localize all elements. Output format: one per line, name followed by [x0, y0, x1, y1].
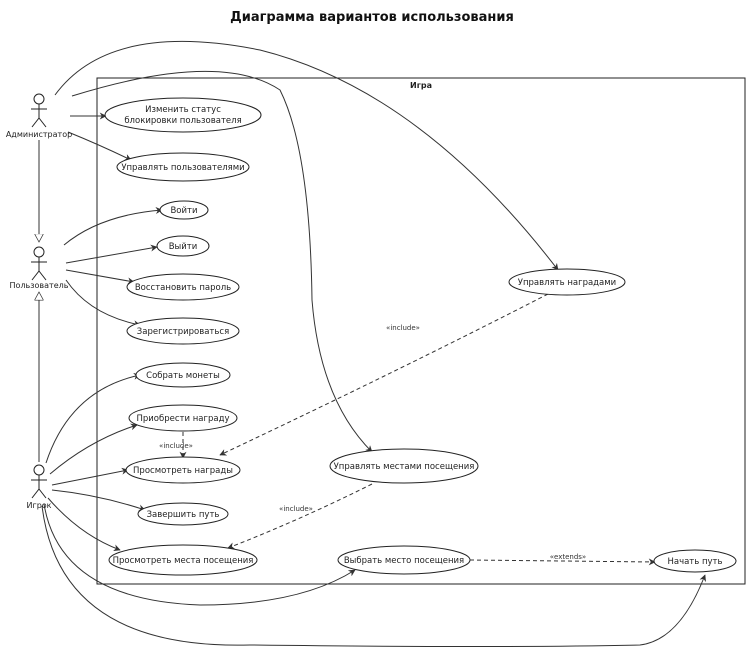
use-case-view-places[interactable]: Просмотреть места посещения: [108, 544, 258, 576]
assoc-player-view-rewards: [51, 467, 129, 486]
use-case-label: Восстановить пароль: [135, 283, 231, 293]
include-label-1: «include»: [159, 442, 193, 450]
actor-admin[interactable]: Администратор: [6, 93, 72, 139]
use-case-label: Приобрести награду: [137, 414, 230, 424]
assoc-player-start: [41, 505, 707, 647]
associations: [39, 41, 707, 647]
assoc-player-coins: [45, 372, 141, 464]
system-name: Игра: [410, 81, 432, 90]
use-case-label: блокировки пользователя: [124, 116, 241, 126]
use-case-label: Собрать монеты: [146, 371, 220, 381]
use-case-label: Зарегистрироваться: [137, 327, 229, 337]
stick-figure-icon: [31, 464, 47, 499]
include-label-2: «include»: [386, 324, 420, 332]
use-case-login[interactable]: Войти: [159, 200, 209, 220]
use-case-buy-reward[interactable]: Приобрести награду: [128, 404, 238, 432]
system-boundary: [96, 77, 746, 585]
assoc-player-choose: [43, 503, 356, 606]
use-case-change-block-status[interactable]: Изменить статус блокировки пользователя: [104, 97, 262, 133]
use-case-start-path[interactable]: Начать путь: [653, 549, 737, 573]
extend-label: «extends»: [550, 553, 586, 561]
assoc-player-view-places: [47, 497, 121, 552]
actor-user[interactable]: Пользователь: [10, 246, 69, 290]
include-places-view-places: [227, 483, 373, 549]
use-case-label: Просмотреть места посещения: [113, 556, 254, 566]
use-case-label: Завершить путь: [147, 510, 220, 520]
assoc-admin-places: [71, 70, 373, 453]
use-case-view-rewards[interactable]: Просмотреть награды: [125, 456, 241, 484]
use-case-label: Начать путь: [667, 557, 722, 567]
use-case-label: Просмотреть награды: [133, 466, 233, 476]
actor-player[interactable]: Игрок: [27, 464, 52, 510]
use-case-choose-place[interactable]: Выбрать место посещения: [337, 545, 471, 575]
assoc-user-logout: [65, 244, 158, 264]
use-case-collect-coins[interactable]: Собрать монеты: [135, 362, 231, 388]
assoc-player-buy: [49, 423, 138, 475]
use-case-label: Выбрать место посещения: [344, 556, 464, 566]
use-case-restore-password[interactable]: Восстановить пароль: [126, 273, 240, 301]
stick-figure-icon: [31, 246, 47, 281]
use-case-label: Выйти: [169, 242, 198, 252]
use-case-manage-users[interactable]: Управлять пользователями: [116, 152, 250, 182]
actor-name: Пользователь: [10, 281, 69, 290]
assoc-admin-users: [67, 131, 132, 161]
use-case-logout[interactable]: Выйти: [156, 235, 210, 257]
use-case-label: Управлять пользователями: [121, 163, 244, 173]
use-case-label: Управлять местами посещения: [334, 462, 475, 472]
assoc-user-restore: [65, 269, 135, 285]
use-case-manage-rewards[interactable]: Управлять наградами: [508, 268, 626, 296]
actor-name: Игрок: [27, 501, 52, 510]
extend-choose-start: [469, 558, 656, 566]
stick-figure-icon: [31, 93, 47, 128]
use-case-register[interactable]: Зарегистрироваться: [126, 317, 240, 345]
use-case-finish-path[interactable]: Завершить путь: [137, 502, 229, 526]
actor-name: Администратор: [6, 130, 72, 139]
use-case-label: Управлять наградами: [518, 278, 616, 288]
diagram-title: Диаграмма вариантов использования: [230, 10, 514, 25]
use-case-label: Изменить статус: [145, 105, 221, 115]
use-case-manage-places[interactable]: Управлять местами посещения: [329, 448, 479, 484]
use-case-label: Войти: [170, 206, 197, 216]
assoc-player-finish: [51, 489, 146, 512]
include-rewards-view-rewards: [219, 293, 549, 456]
assoc-user-register: [65, 279, 141, 328]
dependencies: «include» «include» «include» «extends»: [159, 293, 656, 566]
include-label-3: «include»: [279, 505, 313, 513]
assoc-user-login: [63, 207, 163, 246]
assoc-admin-rewards: [54, 41, 559, 271]
